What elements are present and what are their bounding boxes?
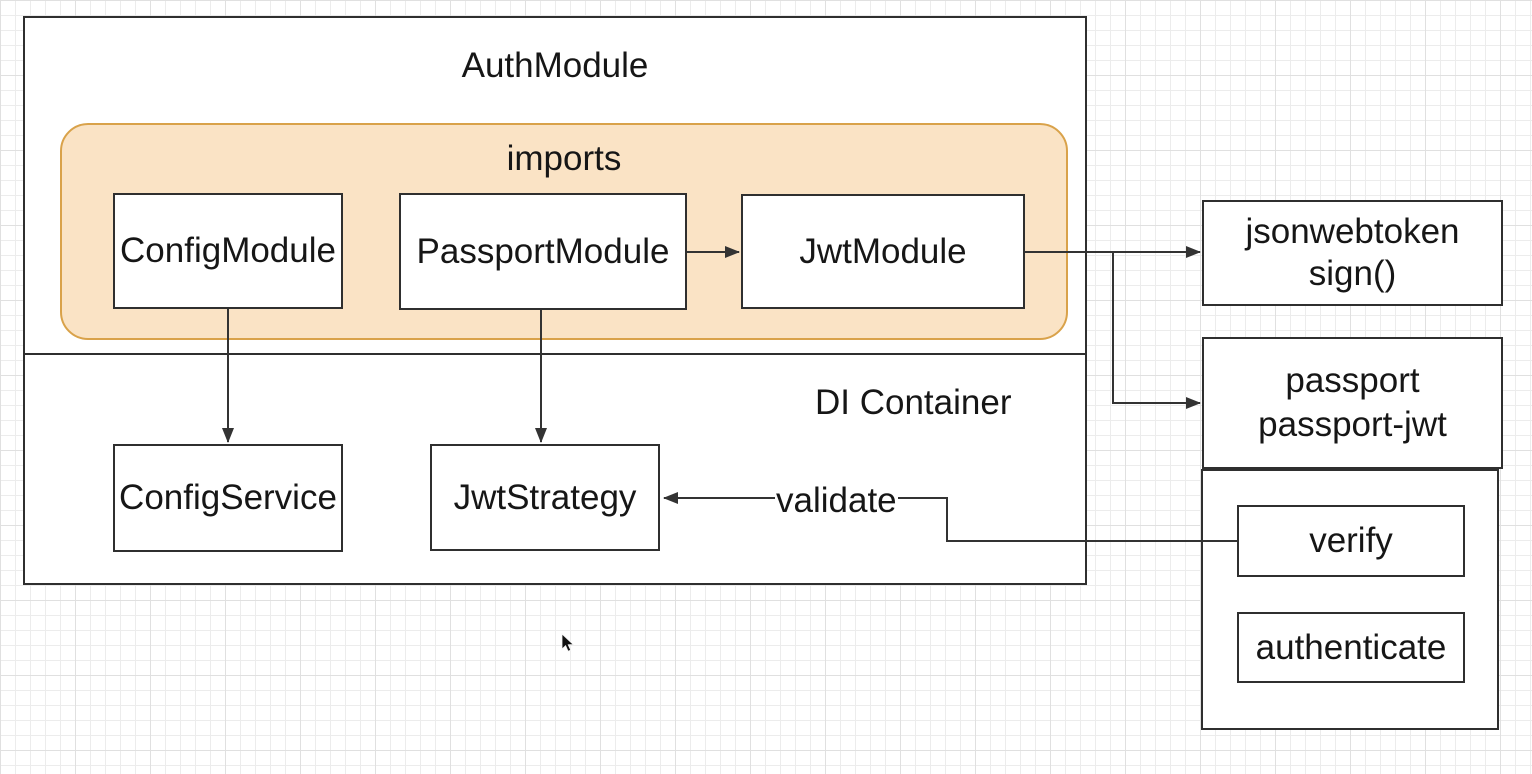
jsonwebtoken-label-line1: jsonwebtoken [1245,212,1460,251]
passport-module-node: PassportModule [399,193,687,310]
jwt-strategy-node: JwtStrategy [430,444,660,551]
jwt-strategy-label: JwtStrategy [453,477,637,517]
jsonwebtoken-label-line2: sign() [1308,254,1397,293]
passport-module-label: PassportModule [416,231,670,271]
authenticate-label: authenticate [1255,627,1447,667]
jwt-module-label: JwtModule [799,231,967,271]
config-module-label: ConfigModule [120,231,336,271]
passport-lib-node: passport passport-jwt [1202,337,1503,469]
di-container-label: DI Container [815,383,1012,422]
mouse-cursor-icon [561,633,575,652]
config-module-node: ConfigModule [113,193,343,309]
edge-jwtmodule-passport [1112,252,1201,409]
verify-node: verify [1237,505,1465,577]
auth-module-label: AuthModule [461,46,649,85]
config-service-label: ConfigService [119,478,337,518]
jsonwebtoken-node: jsonwebtoken sign() [1202,200,1503,306]
passport-lib-label-line2: passport-jwt [1258,405,1447,444]
authenticate-node: authenticate [1237,612,1465,683]
passport-lib-label-line1: passport [1285,361,1420,401]
imports-label: imports [506,139,622,178]
jwt-module-node: JwtModule [741,194,1025,309]
validate-edge-label: validate [775,481,898,520]
verify-label: verify [1309,521,1393,561]
config-service-node: ConfigService [113,444,343,552]
